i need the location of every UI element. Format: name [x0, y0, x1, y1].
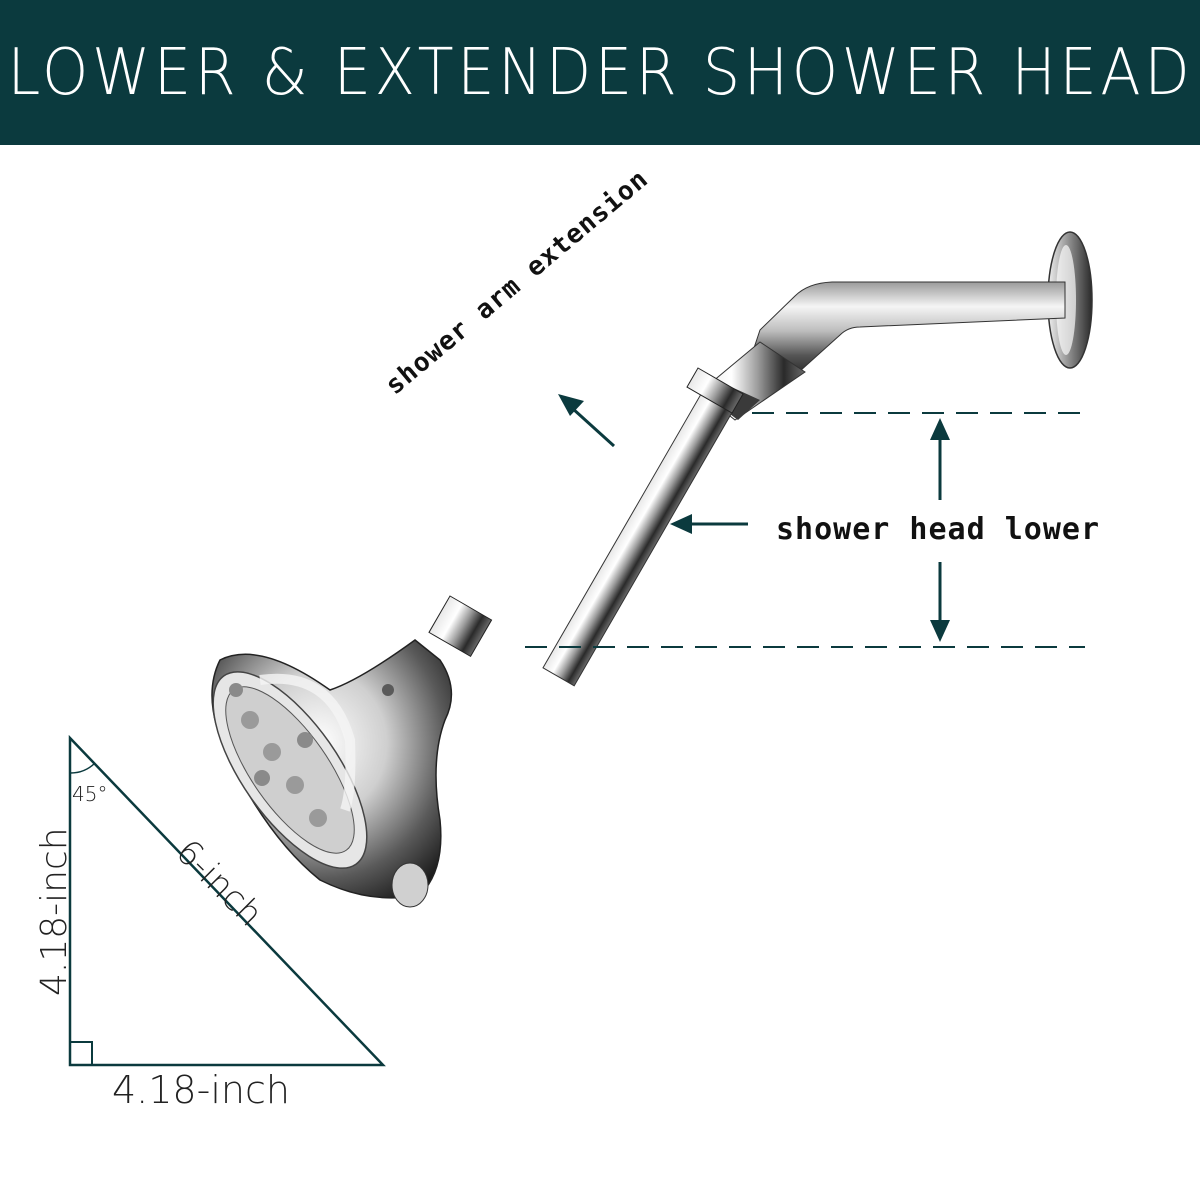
page-title: LOWER & EXTENDER SHOWER HEAD: [7, 35, 1193, 110]
head-lower-label: shower head lower: [776, 512, 1101, 547]
arrow-down-icon: [930, 562, 950, 642]
arm-extension: [428, 367, 760, 687]
wall-flange: [1047, 231, 1093, 369]
arrow-up-icon: [930, 418, 950, 500]
horizontal-side-label: 4.18-inch: [112, 1068, 290, 1112]
vertical-side-label: 4.18-inch: [34, 827, 75, 996]
arrow-left-icon: [670, 514, 748, 534]
arrow-diagonal-icon: [558, 394, 616, 448]
title-banner: LOWER & EXTENDER SHOWER HEAD: [0, 0, 1200, 145]
angle-label: 45°: [72, 782, 108, 806]
shower-head: [211, 639, 453, 908]
angle-triangle: [68, 734, 386, 1067]
